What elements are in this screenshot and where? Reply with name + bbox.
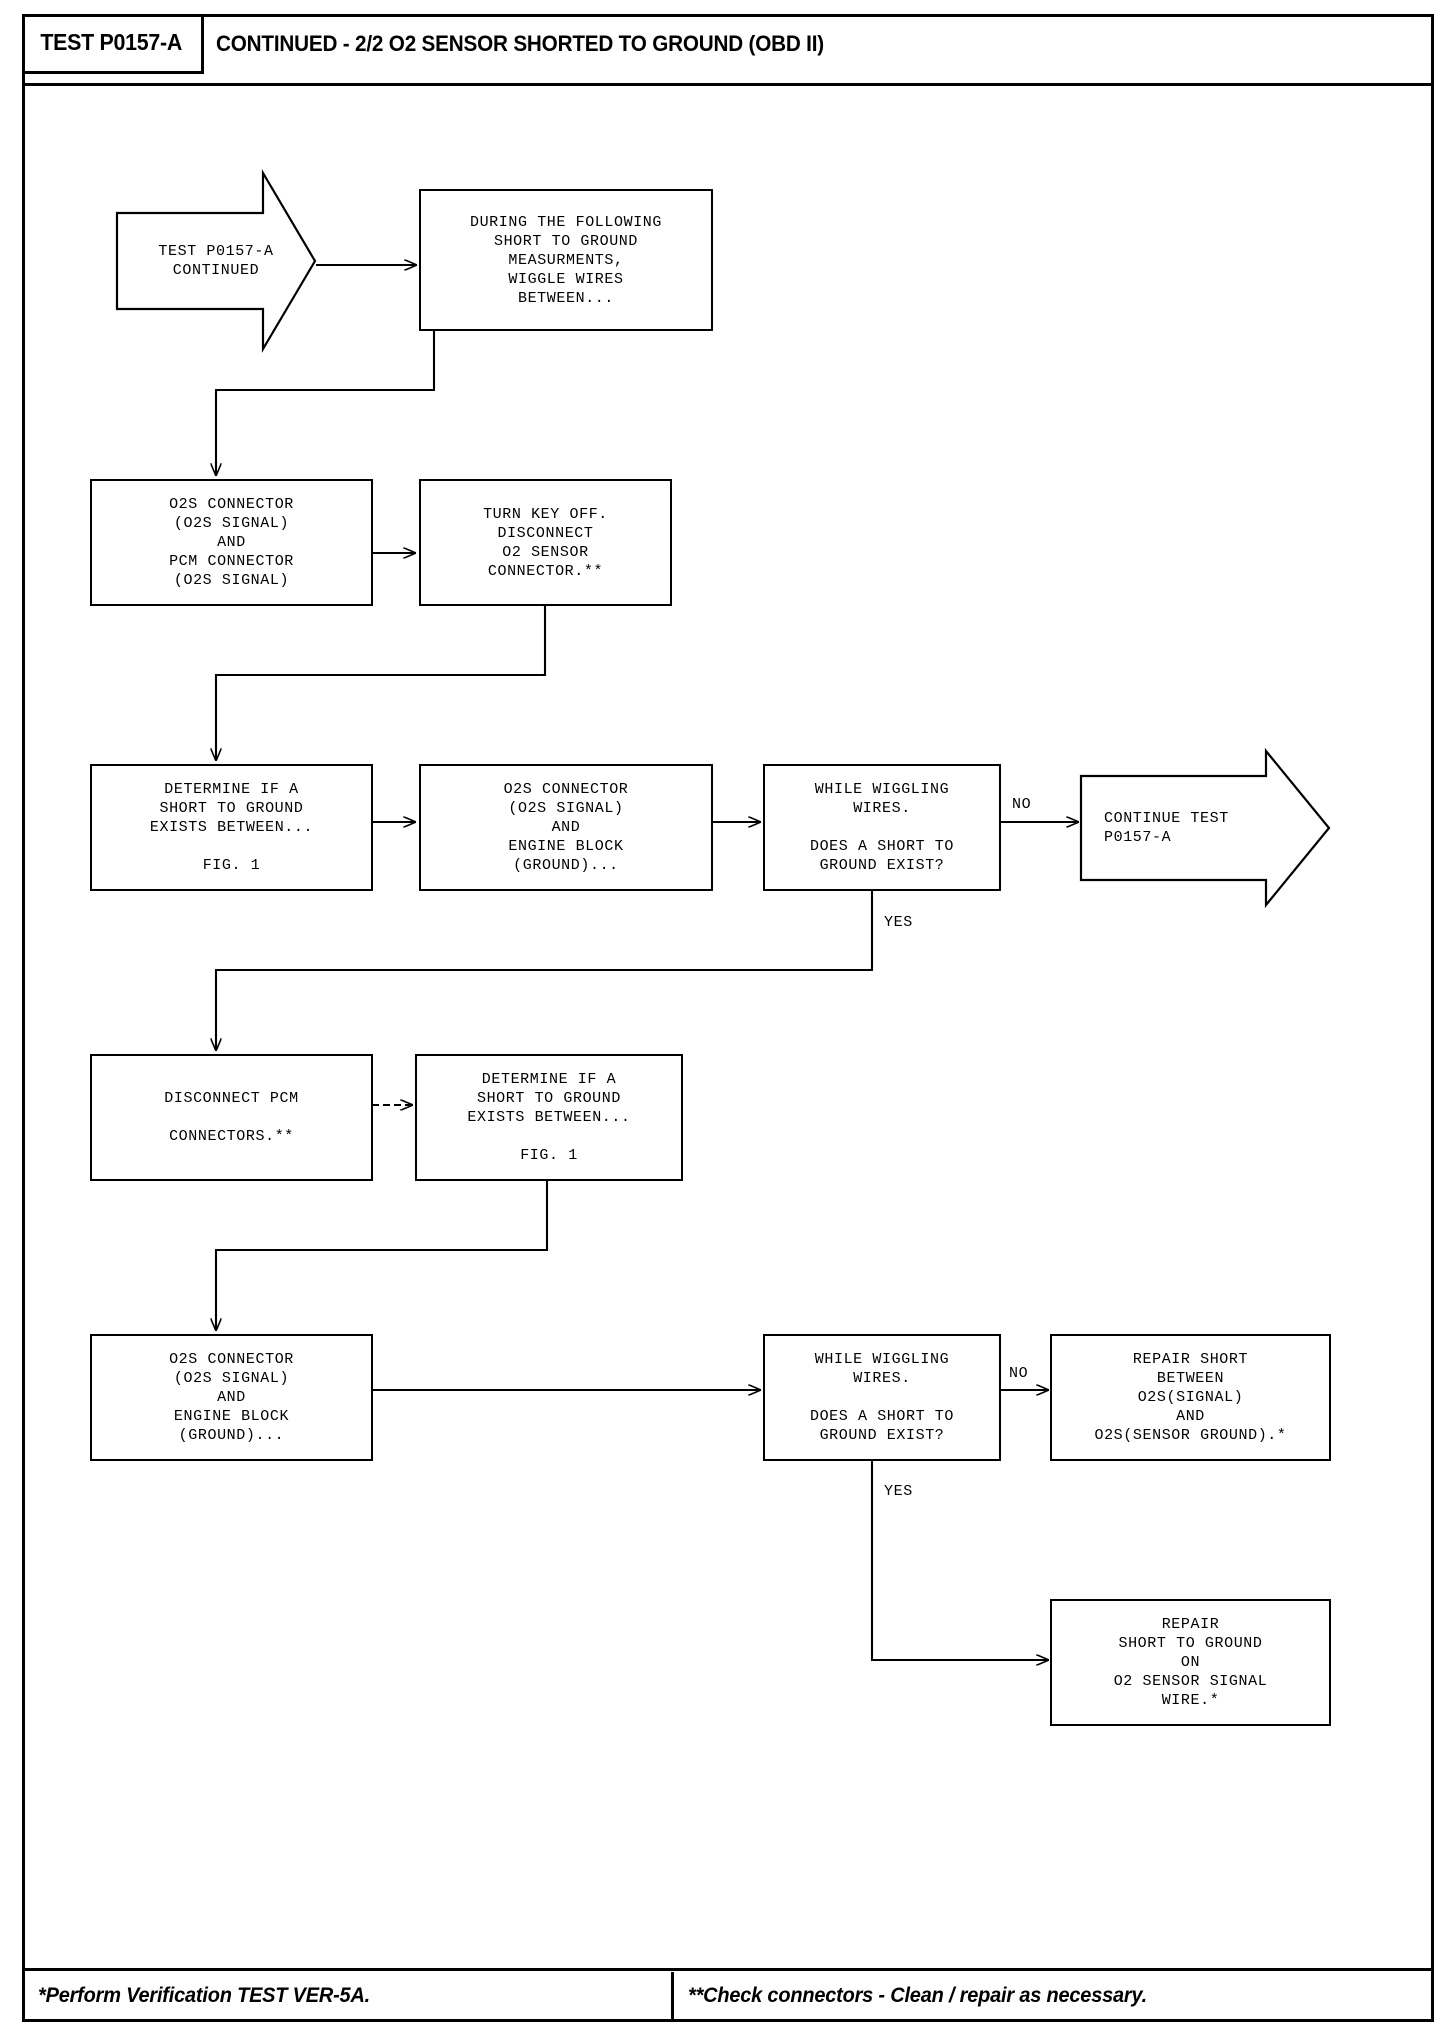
- footer-note-right-text: **Check connectors - Clean / repair as n…: [688, 1984, 1148, 2007]
- footer-note-left: *Perform Verification TEST VER-5A.: [26, 1972, 674, 2020]
- node-determine-short-1-label: DETERMINE IF A SHORT TO GROUND EXISTS BE…: [149, 781, 314, 874]
- node-o2s-engine-block-1: O2S CONNECTOR (O2S SIGNAL) AND ENGINE BL…: [419, 764, 713, 891]
- footer-note-right: **Check connectors - Clean / repair as n…: [676, 1972, 1430, 2020]
- test-id-label: TEST P0157-A: [40, 29, 183, 55]
- node-o2s-engine-block-1-label: O2S CONNECTOR (O2S SIGNAL) AND ENGINE BL…: [503, 781, 629, 874]
- page-title-text: CONTINUED - 2/2 O2 SENSOR SHORTED TO GRO…: [216, 31, 825, 56]
- page-title: CONTINUED - 2/2 O2 SENSOR SHORTED TO GRO…: [216, 14, 1426, 74]
- node-repair-short-between-label: REPAIR SHORT BETWEEN O2S(SIGNAL) AND O2S…: [1094, 1351, 1287, 1444]
- node-decision-2: WHILE WIGGLING WIRES. DOES A SHORT TO GR…: [763, 1334, 1001, 1461]
- test-id-badge: TEST P0157-A: [22, 14, 204, 74]
- node-decision-1-label: WHILE WIGGLING WIRES. DOES A SHORT TO GR…: [809, 781, 955, 874]
- node-start-label: TEST P0157-A CONTINUED: [158, 243, 274, 279]
- node-continue-test-label: CONTINUE TEST P0157-A: [1104, 810, 1229, 846]
- node-turn-key-off: TURN KEY OFF. DISCONNECT O2 SENSOR CONNE…: [419, 479, 672, 606]
- node-decision-1: WHILE WIGGLING WIRES. DOES A SHORT TO GR…: [763, 764, 1001, 891]
- node-o2s-engine-block-2-label: O2S CONNECTOR (O2S SIGNAL) AND ENGINE BL…: [169, 1351, 294, 1444]
- edge-label-decision2-yes: YES: [884, 1483, 913, 1500]
- node-start-banner: TEST P0157-A CONTINUED: [115, 168, 317, 354]
- edge-label-decision1-yes: YES: [884, 914, 913, 931]
- edge-label-decision2-no: NO: [1009, 1365, 1029, 1382]
- node-determine-short-2-label: DETERMINE IF A SHORT TO GROUND EXISTS BE…: [467, 1071, 631, 1164]
- node-turn-key-off-label: TURN KEY OFF. DISCONNECT O2 SENSOR CONNE…: [483, 505, 608, 580]
- node-determine-short-2: DETERMINE IF A SHORT TO GROUND EXISTS BE…: [415, 1054, 683, 1181]
- footer-band: [22, 1968, 1434, 2022]
- node-during-measurements-label: DURING THE FOLLOWING SHORT TO GROUND MEA…: [469, 213, 663, 307]
- node-disconnect-pcm: DISCONNECT PCM CONNECTORS.**: [90, 1054, 373, 1181]
- footer-note-left-text: *Perform Verification TEST VER-5A.: [38, 1984, 371, 2007]
- node-o2s-engine-block-2: O2S CONNECTOR (O2S SIGNAL) AND ENGINE BL…: [90, 1334, 373, 1461]
- node-repair-short-between: REPAIR SHORT BETWEEN O2S(SIGNAL) AND O2S…: [1050, 1334, 1331, 1461]
- node-determine-short-1: DETERMINE IF A SHORT TO GROUND EXISTS BE…: [90, 764, 373, 891]
- page-border: [22, 14, 1434, 2022]
- node-o2s-pcm-connector-label: O2S CONNECTOR (O2S SIGNAL) AND PCM CONNE…: [169, 496, 294, 589]
- header-band: [22, 14, 1434, 86]
- node-disconnect-pcm-label: DISCONNECT PCM CONNECTORS.**: [164, 1090, 299, 1145]
- node-repair-short-ground-label: REPAIR SHORT TO GROUND ON O2 SENSOR SIGN…: [1113, 1616, 1268, 1709]
- node-during-measurements: DURING THE FOLLOWING SHORT TO GROUND MEA…: [419, 189, 713, 331]
- node-decision-2-label: WHILE WIGGLING WIRES. DOES A SHORT TO GR…: [809, 1351, 955, 1444]
- edge-label-decision1-no: NO: [1012, 796, 1032, 813]
- node-o2s-pcm-connector: O2S CONNECTOR (O2S SIGNAL) AND PCM CONNE…: [90, 479, 373, 606]
- node-repair-short-ground: REPAIR SHORT TO GROUND ON O2 SENSOR SIGN…: [1050, 1599, 1331, 1726]
- node-continue-test-banner: CONTINUE TEST P0157-A: [1079, 747, 1331, 909]
